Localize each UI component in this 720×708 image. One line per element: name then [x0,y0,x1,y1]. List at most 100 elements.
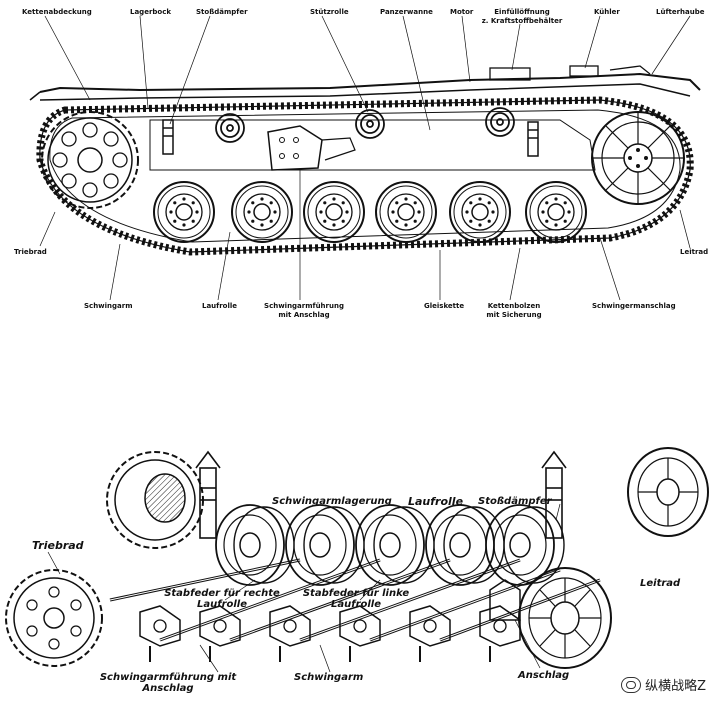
wheel-bolt [173,201,177,205]
road-wheel [493,514,547,576]
road-wheel [293,514,347,576]
wheel-bolt [247,210,251,214]
label-laufrolle-bottom: Laufrolle [408,495,464,508]
wheel-bolt [567,210,571,214]
watermark-text: 纵横战略Z [645,679,706,694]
label-schwingarm-top: Schwingarm [84,302,133,310]
label-schwingarmfuehrung-bottom: Schwingarmführung mit Anschlag [100,672,236,694]
road-wheel-ring [153,181,215,243]
road-wheel-pair [303,506,365,584]
wheel-bolt [173,219,177,223]
wheel-bolt [469,201,473,205]
top-side-view [29,65,701,256]
label-einfuelloeffnung-line2: z. Kraftstoffbehälter [481,17,563,25]
label-stossdampfer-bottom: Stoßdämpfer [478,496,552,507]
swing-arm [269,605,311,647]
label-schwingarmfuehrung-top: Schwingarmführung mit Anschlag [264,302,344,320]
top-leader-lines [39,15,691,301]
wheel-bolt [554,223,558,227]
road-wheel [309,532,331,558]
road-wheel [355,504,425,586]
road-wheel [285,504,355,586]
road-wheel-ring [375,181,437,243]
wechat-icon [621,676,642,693]
swing-arm-hub [213,619,227,633]
label-stabfeder-rechte-line2: Laufrolle [196,599,248,610]
wheel-bolt [323,219,327,223]
label-schwingarmfuehrung-bottom-line1: Schwingarmführung mit [99,672,237,683]
road-wheel-ring [303,181,365,243]
label-kettenbolzen-line1: Kettenbolzen [487,302,541,310]
wheel-bolt [195,210,199,214]
wheel-bolt [319,210,323,214]
label-anschlag: Anschlag [518,670,570,681]
label-lagerbock: Lagerbock [130,8,172,16]
label-kuehler: Kühler [594,8,620,16]
label-motor: Motor [450,8,474,16]
road-wheel-ring [231,181,293,243]
wheel-bolt [182,197,186,201]
road-wheel-pair [233,506,295,584]
wheel-bolt [341,219,345,223]
wheel-bolt [332,197,336,201]
label-luefterhaube: Lüfterhaube [656,8,705,16]
label-kettenbolzen: Kettenbolzen mit Sicherung [486,302,541,320]
road-wheel-ring [449,181,511,243]
wheel-bolt [182,223,186,227]
road-wheel-ring [537,193,575,231]
swing-arm [339,605,381,647]
road-wheel-ring [165,193,203,231]
road-wheel-ring [157,185,211,239]
road-wheel [509,532,531,558]
wheel-bolt [260,223,264,227]
road-wheel [449,532,471,558]
swing-arm [139,605,181,647]
wheel-bolt [417,210,421,214]
wheel-bolt [545,219,549,223]
swing-arm [479,605,521,647]
swing-arm [199,605,241,647]
wheel-bolt [413,201,417,205]
road-wheel [215,504,285,586]
label-laufrolle-top: Laufrolle [202,302,238,310]
label-schwingarmfuehrung-top-line2: mit Anschlag [278,311,330,319]
road-wheel [433,514,487,576]
road-wheel [379,532,401,558]
wheel-bolt [251,219,255,223]
label-stabfeder-linke-line1: Stabfeder für linke [302,588,410,599]
road-wheel-pair [373,506,435,584]
road-wheel-pair [503,506,565,584]
wheel-bolt [469,219,473,223]
wheel-bolt [273,210,277,214]
road-wheel-ring [471,203,489,221]
swing-arm-hub [493,619,507,633]
road-wheel-ring [379,185,433,239]
wheel-bolt [478,223,482,227]
label-schwingarmfuehrung-top-line1: Schwingarmführung [264,302,344,310]
wheel-bolt [169,210,173,214]
label-panzerwanne: Panzerwanne [380,8,433,16]
label-gleiskette: Gleiskette [424,302,465,310]
label-schwingarm-bottom: Schwingarm [294,672,364,683]
road-wheel-ring [243,193,281,231]
swing-arm-hub [423,619,437,633]
road-wheel-ring [525,181,587,243]
road-wheel-ring [325,203,343,221]
swing-arm-hub [353,619,367,633]
wheel-bolt [260,197,264,201]
wheel-bolt [191,219,195,223]
bottom-exploded-view [5,447,709,669]
road-wheel-ring [315,193,353,231]
label-schwingermanschlag: Schwingermanschlag [592,302,676,310]
road-wheel-ring [529,185,583,239]
wheel-bolt [487,219,491,223]
wheel-bolt [323,201,327,205]
watermark: 纵横战略Z [621,675,706,694]
road-wheel-ring [461,193,499,231]
road-wheel-ring [547,203,565,221]
road-wheel [223,514,277,576]
wheel-bolt [554,197,558,201]
wheel-bolt [465,210,469,214]
wheel-bolt [269,201,273,205]
